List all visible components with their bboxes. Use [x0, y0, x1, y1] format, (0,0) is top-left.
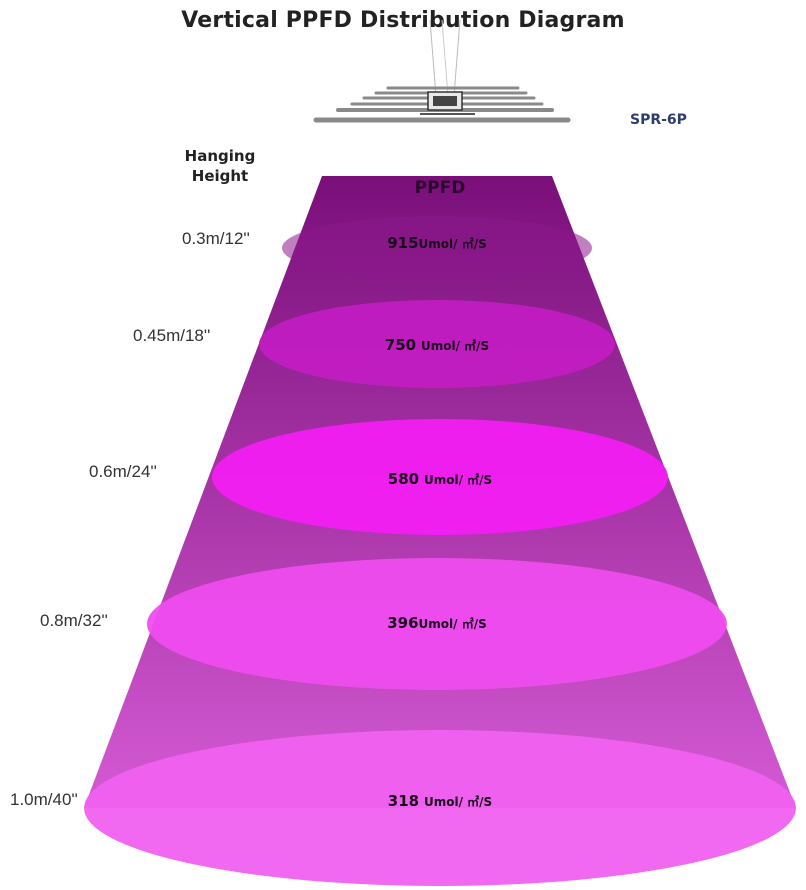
- ppfd-ellipse-4: [147, 558, 727, 690]
- height-label-1: 0.3m/12'': [182, 229, 250, 248]
- diagram-title: Vertical PPFD Distribution Diagram: [181, 8, 625, 33]
- ppfd-ellipse-2: [259, 300, 615, 388]
- ppfd-value-unit: Umol/ ㎡/S: [420, 339, 490, 353]
- hanging-height-header: Hanging Height: [160, 146, 280, 186]
- ppfd-value-4: 396Umol/ ㎡/S: [337, 614, 537, 632]
- ppfd-value-2: 750 Umol/ ㎡/S: [337, 336, 537, 354]
- ppfd-value-unit: Umol/ ㎡/S: [423, 473, 493, 487]
- ppfd-value-number: 915: [387, 234, 419, 252]
- height-label-3: 0.6m/24'': [89, 462, 157, 481]
- ppfd-ellipse-3: [212, 419, 668, 535]
- ppfd-value-unit: Umol/ ㎡/S: [418, 237, 487, 251]
- ppfd-ellipse-1: [282, 216, 592, 280]
- ppfd-ellipse-5: [84, 730, 796, 886]
- hanging-height-header-line2: Height: [191, 167, 249, 185]
- height-label-5: 1.0m/40'': [10, 790, 78, 809]
- height-label-4: 0.8m/32'': [40, 611, 108, 630]
- model-label: SPR-6P: [630, 112, 687, 128]
- ppfd-value-number: 750: [384, 336, 417, 354]
- hanging-height-header-line1: Hanging: [184, 147, 256, 165]
- ppfd-value-number: 318: [387, 792, 420, 810]
- ppfd-value-unit: Umol/ ㎡/S: [418, 617, 487, 631]
- ppfd-value-unit: Umol/ ㎡/S: [423, 795, 493, 809]
- ppfd-value-1: 915Umol/ ㎡/S: [337, 234, 537, 252]
- ppfd-header: PPFD: [414, 178, 466, 198]
- ppfd-value-number: 580: [387, 470, 420, 488]
- ppfd-value-3: 580 Umol/ ㎡/S: [340, 470, 540, 488]
- light-fixture-image: [313, 20, 571, 123]
- ppfd-value-number: 396: [387, 614, 419, 632]
- ppfd-value-5: 318 Umol/ ㎡/S: [340, 792, 540, 810]
- height-label-2: 0.45m/18'': [133, 326, 211, 345]
